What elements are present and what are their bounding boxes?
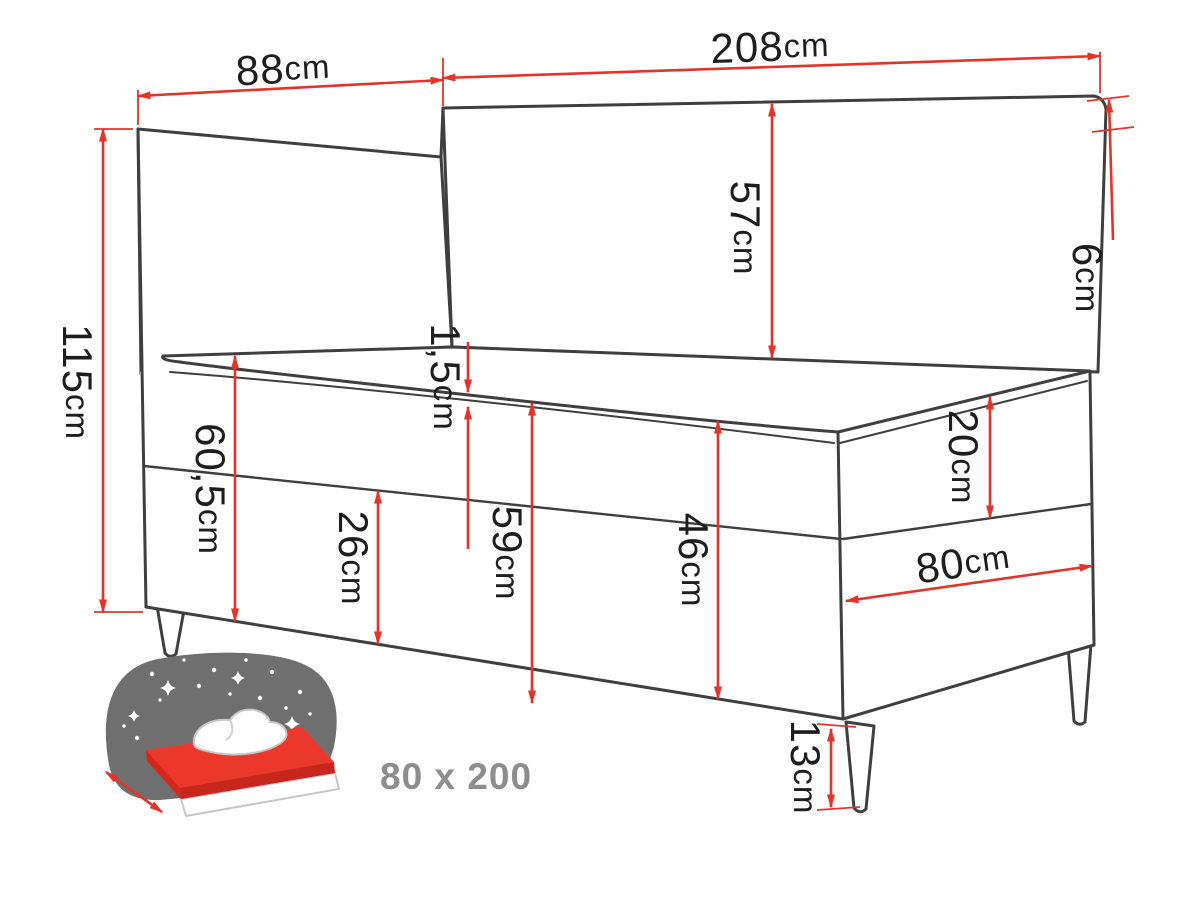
extension-line <box>1091 126 1135 133</box>
dim-headboard-height: 57cm <box>723 102 776 360</box>
icon-sparkle <box>231 671 245 685</box>
dimension-label: 115cm <box>55 324 102 440</box>
icon-star <box>269 669 275 675</box>
dimension-label: 1,5cm <box>423 323 470 430</box>
icon-bed-base <box>179 771 341 818</box>
headboard-corner-top-edge <box>439 106 445 159</box>
bed-leg <box>1066 642 1093 726</box>
dimension-label: 20cm <box>941 410 988 505</box>
mattress-base-seam-right <box>841 502 1093 541</box>
dimension-line <box>844 563 1094 604</box>
bed-leg <box>844 720 876 814</box>
bed-right-face <box>836 369 1094 719</box>
base-bottom-front-edge <box>144 605 845 721</box>
dim-headboard-thickness: 6cm <box>1065 95 1135 313</box>
dimension-label: 13cm <box>783 720 830 815</box>
extension-line <box>816 806 861 811</box>
dimension-line <box>1105 98 1115 241</box>
icon-direction-arrow <box>104 770 164 814</box>
dim-bed-width: 80cm <box>844 532 1094 604</box>
back-headboard-face <box>441 94 1108 374</box>
icon-star <box>182 658 186 662</box>
icon-caption: 80 x 200 <box>380 756 532 797</box>
dim-back-width: 208cm <box>441 20 1102 93</box>
icon-mattress-top <box>146 727 334 788</box>
icon-star <box>244 658 248 662</box>
icon-mattress-front <box>180 762 335 799</box>
base-bottom-right-edge <box>841 643 1096 721</box>
dimension-label: 6cm <box>1065 243 1112 313</box>
icon-blanket-fold <box>225 719 234 741</box>
icon-sparkle <box>160 680 176 696</box>
dim-leg-height: 13cm <box>783 720 861 815</box>
bed-front-face <box>140 358 843 719</box>
dim-total-height: 115cm <box>55 127 143 614</box>
bed-size-icon: 80 x 200 <box>104 652 532 818</box>
icon-mattress-side <box>146 750 181 799</box>
icon-star <box>211 667 217 673</box>
dim-topper-height: 1,5cm <box>423 323 472 549</box>
mattress-topper-line-right <box>839 380 1088 444</box>
front-right-corner-edge <box>836 430 845 721</box>
icon-star <box>228 692 232 696</box>
dimension-label: 60,5cm <box>188 423 235 555</box>
icon-star <box>308 712 312 716</box>
dim-mattress-height: 20cm <box>941 395 994 520</box>
extension-line <box>816 723 857 728</box>
dimension-line <box>136 76 445 100</box>
dimension-label: 80cm <box>913 532 1013 592</box>
dimension-label: 26cm <box>331 511 378 606</box>
icon-mattress <box>146 727 335 799</box>
icon-star <box>158 698 162 702</box>
side-headboard-face <box>136 127 454 376</box>
extension-line <box>1086 95 1130 102</box>
dim-front-height: 59cm <box>485 401 536 705</box>
icon-sparkle <box>284 716 300 732</box>
icon-star <box>257 695 263 701</box>
bed-leg <box>155 604 186 658</box>
icon-blanket <box>192 708 288 756</box>
dimension-annotations: 88cm 208cm 115cm 57cm 6cm 1,5cm <box>55 20 1135 815</box>
left-silhouette-edge <box>136 127 148 609</box>
dimension-label: 57cm <box>723 181 770 276</box>
icon-star <box>134 735 140 741</box>
dim-side-width: 88cm <box>136 42 445 125</box>
dimension-line <box>441 52 1102 82</box>
headboard-corner-edge <box>442 109 453 348</box>
icon-star <box>196 683 202 689</box>
icon-star <box>122 724 126 728</box>
dimension-label: 46cm <box>671 513 718 608</box>
mattress-base-seam-front <box>142 464 843 541</box>
dim-height-to-mattress-top: 60,5cm <box>188 354 239 623</box>
mattress-top-face <box>161 345 1092 434</box>
dim-side-height: 46cm <box>671 419 722 701</box>
icon-star <box>149 671 155 677</box>
dimension-label: 59cm <box>485 506 532 601</box>
dimension-label: 88cm <box>234 42 331 94</box>
dimension-label: 208cm <box>710 20 831 71</box>
icon-star <box>284 706 288 710</box>
icon-star <box>297 689 303 695</box>
icon-sparkle <box>128 710 140 722</box>
dim-base-height: 26cm <box>331 489 382 646</box>
icon-stars <box>122 658 312 741</box>
